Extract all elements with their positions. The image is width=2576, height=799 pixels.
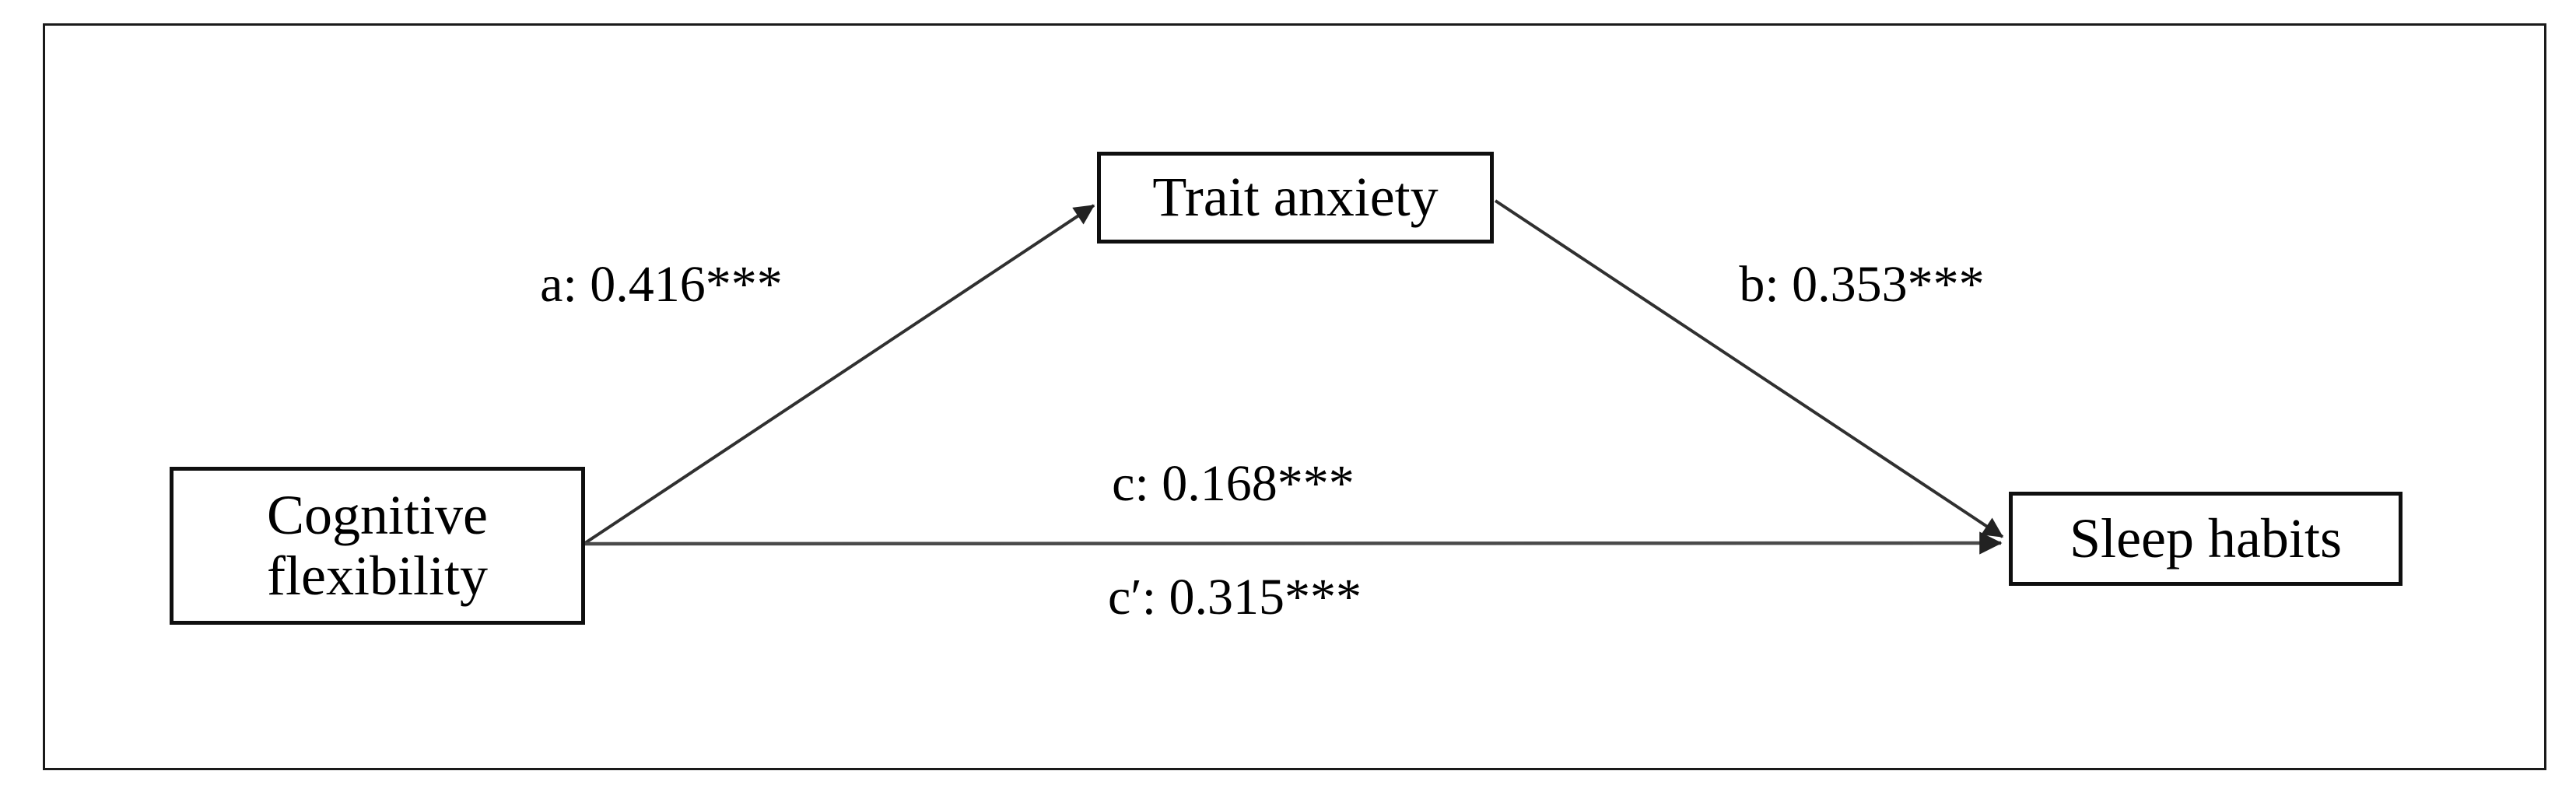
path-b-label: b: 0.353*** — [1739, 256, 1985, 313]
path-c-direct-label: c′: 0.315*** — [1107, 569, 1362, 626]
node-mediator: Trait anxiety — [1097, 152, 1494, 244]
node-outcome: Sleep habits — [2009, 492, 2403, 586]
path-a-label: a: 0.416*** — [540, 256, 783, 313]
node-predictor-label: Cognitive flexibility — [267, 483, 488, 607]
node-mediator-label: Trait anxiety — [1152, 166, 1439, 229]
node-outcome-label: Sleep habits — [2070, 506, 2342, 569]
figure-frame — [43, 23, 2546, 770]
node-predictor: Cognitive flexibility — [170, 467, 585, 625]
path-c-total-label: c: 0.168*** — [1112, 455, 1355, 512]
